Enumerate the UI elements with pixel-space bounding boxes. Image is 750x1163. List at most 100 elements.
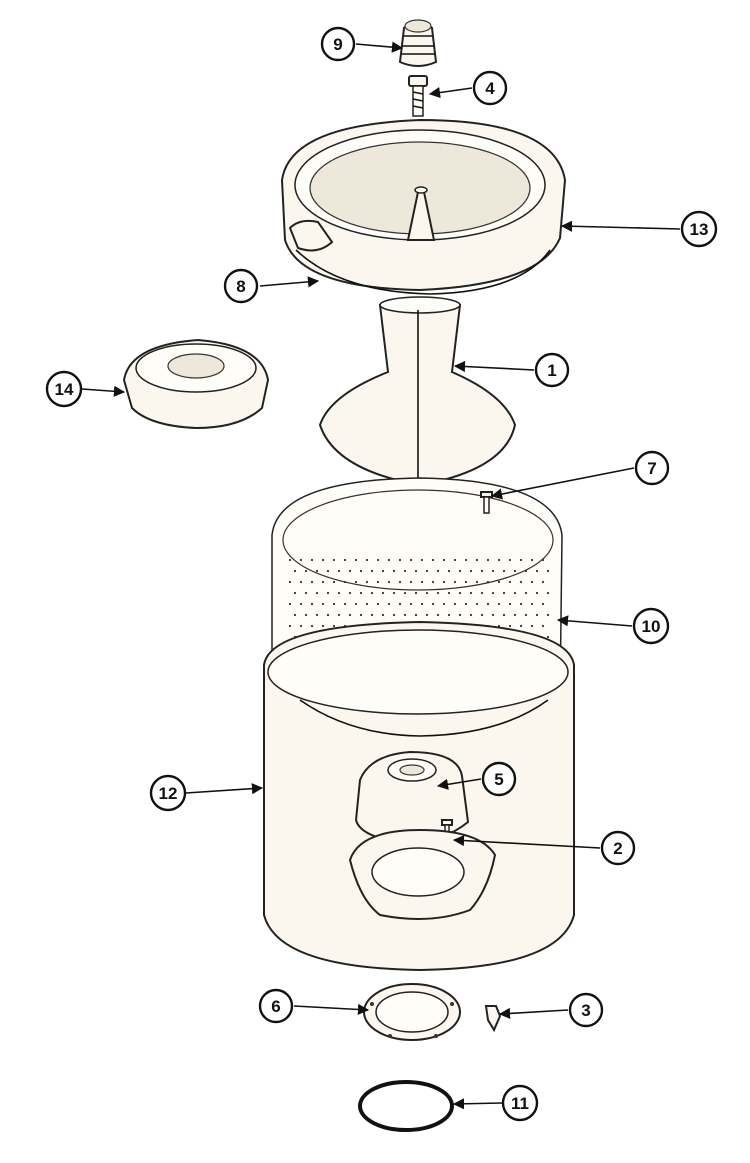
perforation-dot [337, 613, 341, 617]
perforation-dot [403, 569, 407, 573]
perforation-dot [524, 569, 528, 573]
perforation-dot [513, 613, 517, 617]
callout-11: 11 [501, 1084, 539, 1122]
perforation-dot [519, 624, 523, 628]
perforation-dot [354, 602, 358, 606]
perforation-dot [304, 613, 308, 617]
perforation-dot [431, 602, 435, 606]
perforation-dot [403, 591, 407, 595]
perforation-dot [541, 558, 545, 562]
perforation-dot [546, 591, 550, 595]
perforation-dot [299, 602, 303, 606]
perforation-dot [442, 602, 446, 606]
perforation-dot [436, 613, 440, 617]
perforation-dot [480, 613, 484, 617]
perforation-dot [337, 591, 341, 595]
perforation-dot [288, 624, 292, 628]
callout-label: 1 [547, 361, 556, 380]
perforation-dot [414, 613, 418, 617]
perforation-dot [409, 602, 413, 606]
perforation-dot [431, 580, 435, 584]
perforation-dot [519, 602, 523, 606]
perforation-dot [486, 580, 490, 584]
perforation-dot [480, 569, 484, 573]
perforation-dot [519, 558, 523, 562]
perforation-dot [453, 558, 457, 562]
perforation-dot [464, 602, 468, 606]
perforation-dot [414, 591, 418, 595]
perforation-dot [376, 602, 380, 606]
perforation-dot [343, 580, 347, 584]
perforation-dot [530, 580, 534, 584]
callout-label: 14 [55, 380, 74, 399]
perforation-dot [458, 569, 462, 573]
perforation-dot [326, 613, 330, 617]
perforation-dot [310, 602, 314, 606]
perforation-dot [321, 602, 325, 606]
callout-5: 5 [481, 761, 517, 797]
perforation-dot [359, 591, 363, 595]
callout-6: 6 [258, 988, 294, 1024]
perforation-dot [425, 591, 429, 595]
perforation-dot [475, 558, 479, 562]
perforation-dot [370, 569, 374, 573]
part-belt-11 [358, 1080, 454, 1132]
perforation-dot [447, 569, 451, 573]
perforation-dot [315, 569, 319, 573]
perforation-dot [381, 591, 385, 595]
perforation-dot [376, 558, 380, 562]
perforation-dot [497, 602, 501, 606]
callout-label: 7 [647, 459, 656, 478]
perforation-dot [436, 591, 440, 595]
perforation-dot [486, 558, 490, 562]
perforation-dot [442, 580, 446, 584]
callout-label: 5 [494, 770, 503, 789]
perforation-dot [370, 613, 374, 617]
callout-8: 8 [223, 268, 259, 304]
perforation-dot [332, 624, 336, 628]
perforation-dot [321, 624, 325, 628]
perforation-dot [288, 602, 292, 606]
part-clip-3 [484, 1005, 502, 1033]
callout-label: 2 [613, 839, 622, 858]
perforation-dot [530, 558, 534, 562]
callout-2: 2 [600, 830, 636, 866]
perforation-dot [491, 569, 495, 573]
perforation-dot [541, 580, 545, 584]
callout-4: 4 [472, 70, 508, 106]
perforation-dot [315, 613, 319, 617]
callout-label: 12 [159, 784, 178, 803]
perforation-dot [293, 591, 297, 595]
callout-label: 13 [690, 220, 709, 239]
callout-label: 9 [333, 35, 342, 54]
perforation-dot [546, 569, 550, 573]
perforation-dot [469, 613, 473, 617]
callout-label: 10 [642, 617, 661, 636]
perforation-dot [464, 580, 468, 584]
perforation-dot [365, 580, 369, 584]
perforation-dot [497, 580, 501, 584]
perforation-dot [376, 580, 380, 584]
perforation-dot [508, 602, 512, 606]
perforation-dot [420, 580, 424, 584]
part-bolt-4 [408, 75, 428, 117]
perforation-dot [425, 569, 429, 573]
callout-13: 13 [680, 210, 718, 248]
perforation-dot [458, 613, 462, 617]
perforation-dot [381, 569, 385, 573]
callout-label: 6 [271, 997, 280, 1016]
perforation-dot [497, 558, 501, 562]
perforation-dot [392, 569, 396, 573]
perforation-dot [414, 569, 418, 573]
part-agitator-1 [318, 296, 517, 487]
part-seal-8 [295, 249, 551, 295]
perforation-dot [469, 591, 473, 595]
perforation-dot [519, 580, 523, 584]
perforation-dot [535, 591, 539, 595]
perforation-dot [541, 602, 545, 606]
perforation-dot [546, 635, 550, 639]
perforation-dot [436, 569, 440, 573]
perforation-dot [425, 613, 429, 617]
perforation-dot [354, 580, 358, 584]
